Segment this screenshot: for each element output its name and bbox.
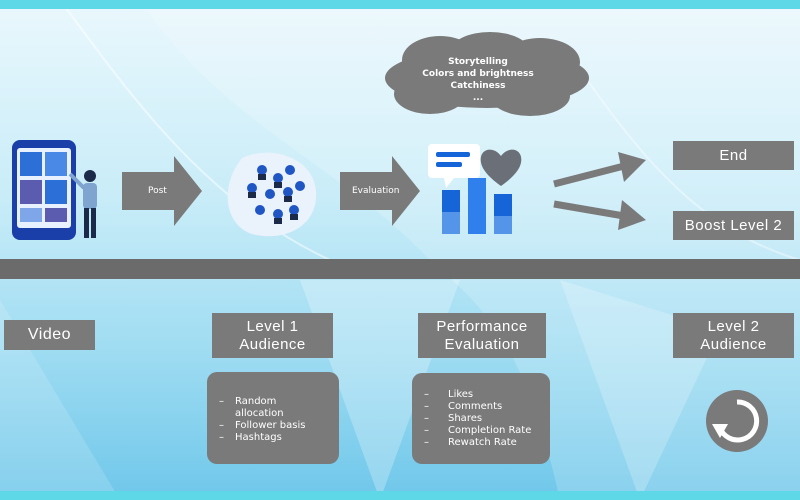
level-1-line: Level 1	[246, 318, 299, 336]
top-accent-bar	[0, 0, 800, 9]
cloud-text: Storytelling Colors and brightness Catch…	[398, 56, 558, 104]
list-item: Random allocation	[219, 396, 315, 420]
level-1-audience-label: Level 1 Audience	[212, 313, 333, 358]
performance-evaluation-label: Performance Evaluation	[418, 313, 546, 358]
thought-cloud	[385, 32, 589, 116]
arrow-to-end	[553, 152, 646, 188]
audience-cluster-icon	[227, 152, 317, 237]
arrow-to-boost	[553, 200, 646, 230]
list-item: Completion Rate	[424, 425, 550, 437]
list-item: Shares	[424, 413, 550, 425]
level-2-audience-label: Level 2 Audience	[673, 313, 794, 358]
audience-line: Audience	[239, 335, 306, 353]
level-2-line: Level 2	[707, 318, 760, 336]
level-1-details-card: Random allocation Follower basis Hashtag…	[207, 372, 339, 464]
performance-details-card: Likes Comments Shares Completion Rate Re…	[412, 373, 550, 464]
boost-text: Boost Level 2	[684, 216, 783, 234]
video-text: Video	[27, 325, 72, 343]
end-label: End	[673, 141, 794, 170]
bottom-accent-bar	[0, 491, 800, 500]
phone-person-icon	[12, 140, 97, 240]
performance-line: Performance	[436, 318, 528, 336]
list-item: Hashtags	[219, 432, 339, 444]
cloud-line: ...	[472, 93, 484, 103]
audience-line-2: Audience	[700, 335, 767, 353]
evaluation-line: Evaluation	[444, 335, 520, 353]
list-item: Comments	[424, 401, 550, 413]
list-item: Rewatch Rate	[424, 437, 550, 449]
chart-heart-icon	[428, 144, 522, 234]
video-label: Video	[4, 320, 95, 350]
evaluation-arrow	[340, 156, 420, 226]
end-text: End	[719, 146, 748, 164]
cloud-line: Catchiness	[450, 81, 506, 91]
level-1-details-list: Random allocation Follower basis Hashtag…	[219, 396, 339, 444]
cloud-line: Storytelling	[448, 57, 508, 67]
evaluation-label: Evaluation	[352, 186, 400, 196]
replay-icon	[706, 390, 768, 452]
list-item: Likes	[424, 389, 550, 401]
list-item: Follower basis	[219, 420, 339, 432]
divider-band	[0, 259, 800, 279]
post-label: Post	[148, 186, 167, 196]
performance-details-list: Likes Comments Shares Completion Rate Re…	[424, 389, 550, 449]
post-arrow	[122, 156, 202, 226]
boost-level-2-label: Boost Level 2	[673, 211, 794, 240]
cloud-line: Colors and brightness	[422, 69, 534, 79]
